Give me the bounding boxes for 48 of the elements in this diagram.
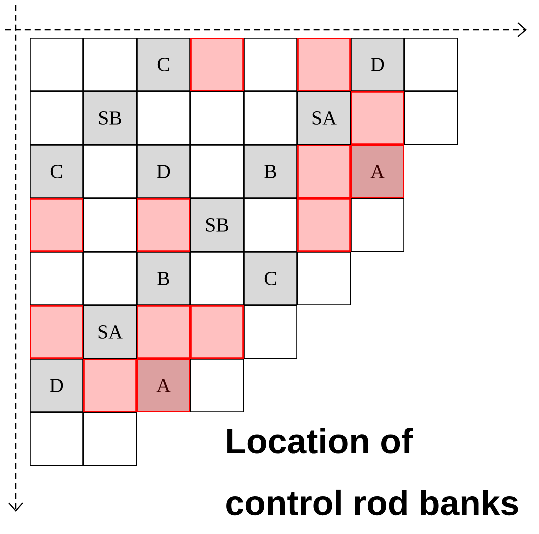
grid-cell: SA	[84, 306, 137, 359]
grid-cell: A	[351, 145, 404, 198]
grid-cell	[84, 38, 137, 92]
grid-cell	[190, 306, 244, 359]
grid-cell	[30, 412, 84, 466]
grid-cell	[190, 145, 244, 198]
grid-cell	[190, 252, 244, 306]
grid-cell	[351, 198, 404, 252]
grid-cell	[30, 252, 84, 306]
grid-cell	[298, 198, 351, 252]
grid-cell: C	[137, 38, 190, 92]
grid-cell: SB	[190, 198, 244, 252]
grid-cell	[298, 145, 351, 198]
grid-cell	[244, 92, 298, 145]
grid-cell	[137, 306, 190, 359]
grid-cell: SA	[298, 92, 351, 145]
grid-cell	[84, 198, 137, 252]
grid-cell	[30, 38, 84, 92]
grid-cell	[84, 252, 137, 306]
grid-cell	[190, 92, 244, 145]
grid-cell: A	[137, 359, 190, 412]
grid-cell	[298, 38, 351, 92]
grid-cell: D	[30, 359, 84, 412]
grid-cell	[84, 412, 137, 466]
grid-cell	[84, 145, 137, 198]
grid-cell	[190, 38, 244, 92]
grid-cell: SB	[84, 92, 137, 145]
grid-cell	[244, 306, 298, 359]
grid-cell	[84, 359, 137, 412]
grid-cell	[137, 92, 190, 145]
grid-cell	[351, 92, 404, 145]
caption: Location of control rod banks	[226, 428, 518, 516]
grid-cell	[404, 38, 458, 92]
grid-cell	[190, 359, 244, 412]
grid-cell	[404, 92, 458, 145]
grid-cell: C	[244, 252, 298, 306]
grid-cell: D	[137, 145, 190, 198]
grid-cell: B	[244, 145, 298, 198]
grid-cell	[30, 306, 84, 359]
grid-cell	[30, 92, 84, 145]
grid-cell	[244, 198, 298, 252]
grid-cell	[244, 38, 298, 92]
grid-cell: C	[30, 145, 84, 198]
grid-cell: B	[137, 252, 190, 306]
grid-cell	[30, 198, 84, 252]
grid-cell	[298, 252, 351, 306]
grid-cell: D	[351, 38, 404, 92]
grid-cell	[137, 198, 190, 252]
